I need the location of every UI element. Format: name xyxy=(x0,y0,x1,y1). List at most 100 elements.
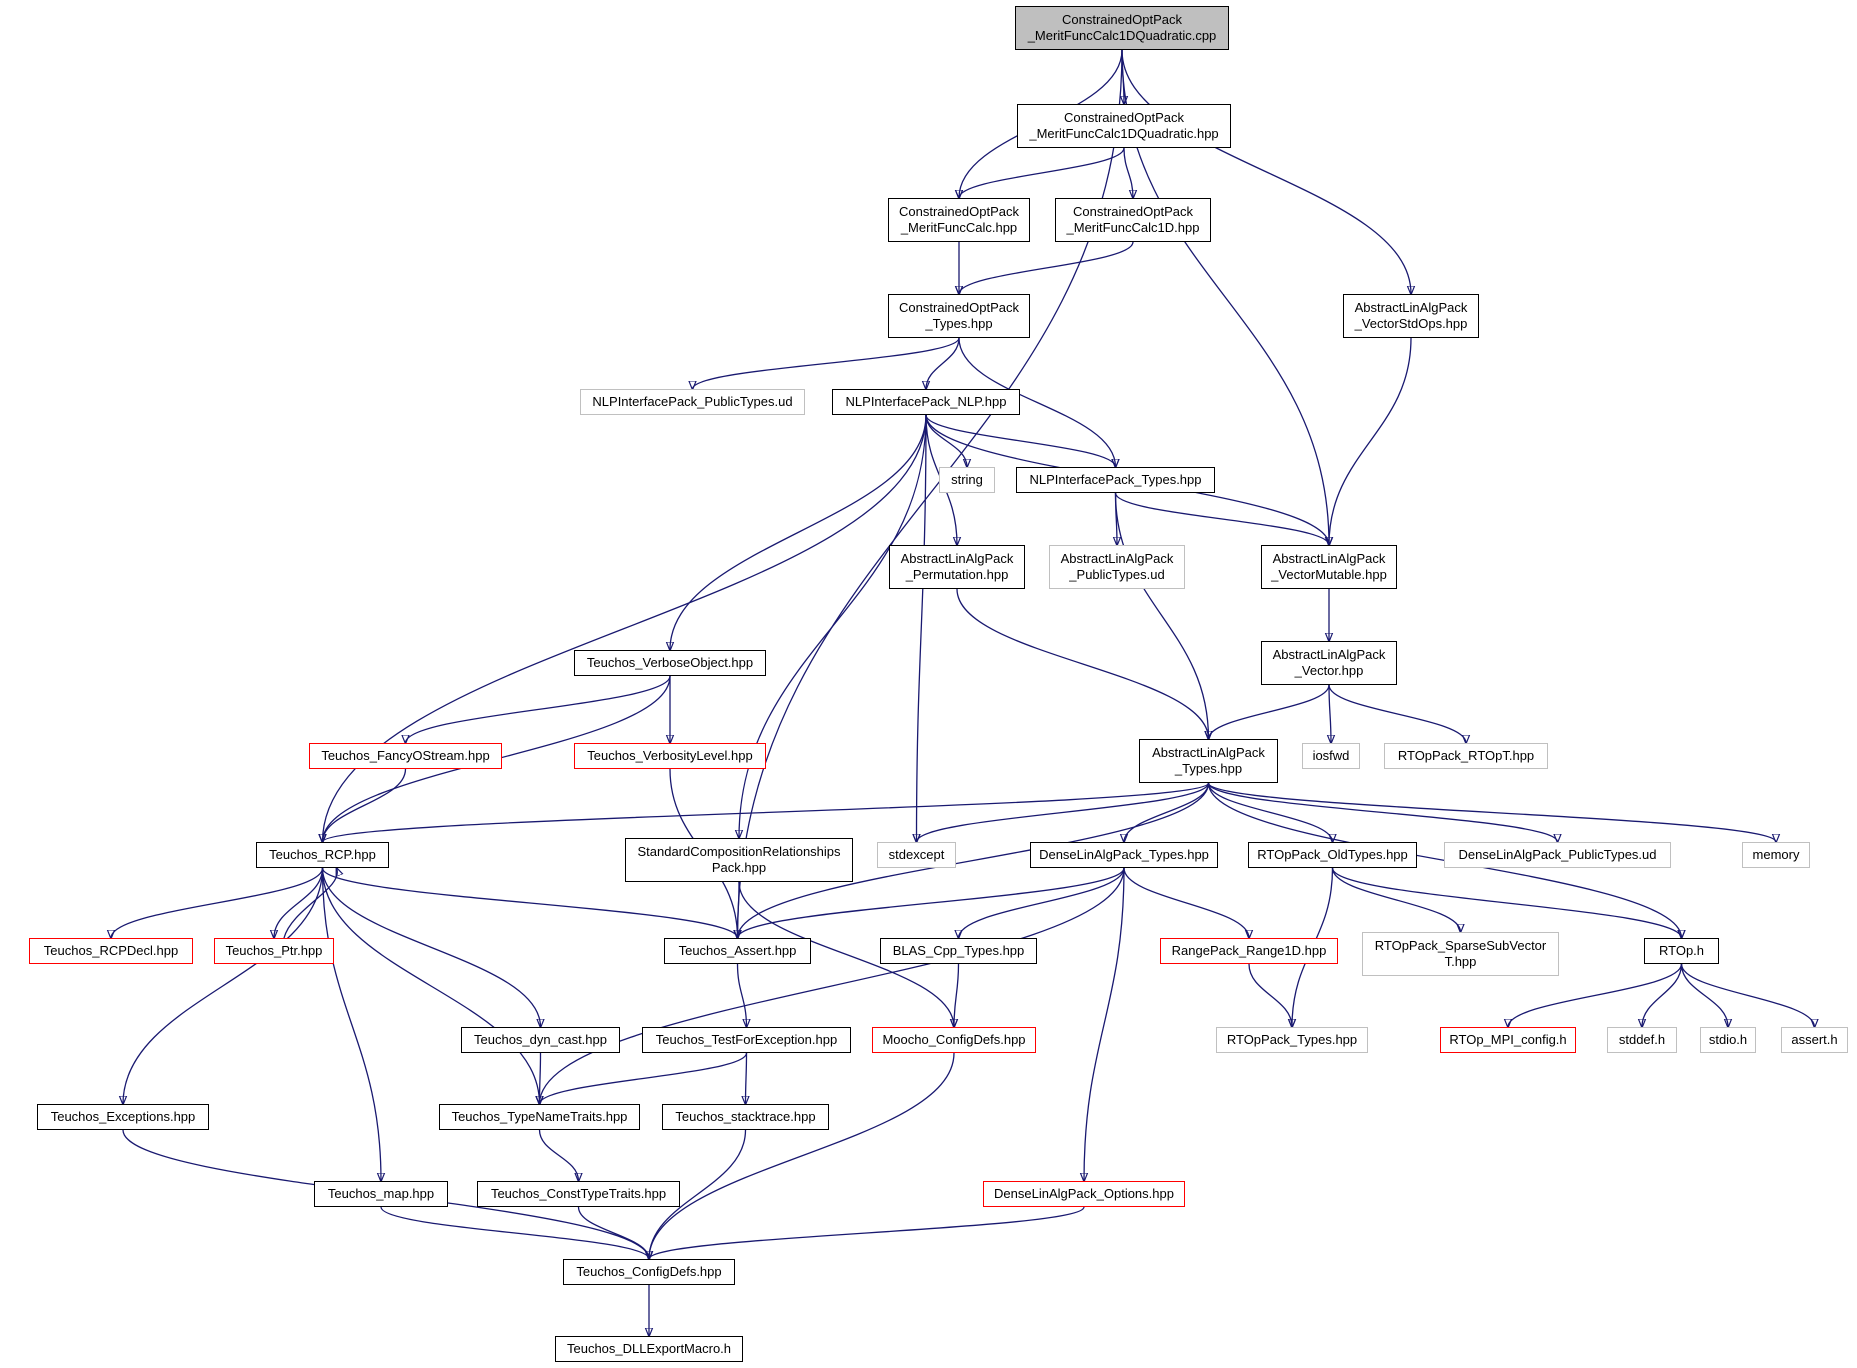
node-label-line: RTOpPack_OldTypes.hpp xyxy=(1257,847,1408,862)
edge-blas-to-moocho xyxy=(954,963,960,1027)
edge-mfc1dq_hpp-to-mfc_hpp xyxy=(959,147,1125,198)
node-label-line: DenseLinAlgPack_Options.hpp xyxy=(994,1186,1174,1201)
node-rtopt: RTOpPack_RTOpT.hpp xyxy=(1384,743,1548,769)
node-label-line: string xyxy=(951,472,983,487)
node-dense-pub: DenseLinAlgPack_PublicTypes.ud xyxy=(1444,842,1671,868)
node-ptr[interactable]: Teuchos_Ptr.hpp xyxy=(214,938,334,964)
node-label-line: Teuchos_DLLExportMacro.h xyxy=(566,1341,732,1356)
node-label-line: stdio.h xyxy=(1708,1032,1748,1047)
node-fancy[interactable]: Teuchos_FancyOStream.hpp xyxy=(309,743,502,769)
edge-rtoph-to-stddef xyxy=(1642,963,1683,1027)
node-nlp-types[interactable]: NLPInterfacePack_Types.hpp xyxy=(1016,467,1215,493)
node-blas[interactable]: BLAS_Cpp_Types.hpp xyxy=(880,938,1037,964)
node-label-line: Teuchos_dyn_cast.hpp xyxy=(474,1032,607,1047)
node-label-line: _VectorStdOps.hpp xyxy=(1354,316,1468,331)
node-label-line: NLPInterfacePack_PublicTypes.ud xyxy=(592,394,793,409)
node-label-line: Pack.hpp xyxy=(711,860,767,875)
edge-alap_types-to-assert xyxy=(738,782,1210,938)
node-label-line: RTOpPack_RTOpT.hpp xyxy=(1397,748,1535,763)
node-label-line: Teuchos_stacktrace.hpp xyxy=(675,1109,816,1124)
node-cop-types[interactable]: ConstrainedOptPack_Types.hpp xyxy=(888,294,1030,338)
node-rtop-old[interactable]: RTOpPack_OldTypes.hpp xyxy=(1248,842,1417,868)
node-dense-types[interactable]: DenseLinAlgPack_Types.hpp xyxy=(1030,842,1218,868)
edge-rtop_old-to-rtoph xyxy=(1331,867,1682,938)
node-rcp[interactable]: Teuchos_RCP.hpp xyxy=(256,842,389,868)
edge-root-to-vecstdops xyxy=(1121,49,1411,294)
node-label-line: DenseLinAlgPack_PublicTypes.ud xyxy=(1458,847,1657,862)
edge-nlp_hpp-to-rcp xyxy=(323,414,927,842)
node-moocho[interactable]: Moocho_ConfigDefs.hpp xyxy=(872,1027,1036,1053)
node-testfor[interactable]: Teuchos_TestForException.hpp xyxy=(642,1027,851,1053)
node-label-line: Teuchos_TypeNameTraits.hpp xyxy=(451,1109,628,1124)
node-label-line: _PublicTypes.ud xyxy=(1069,567,1165,582)
node-label-line: _MeritFuncCalc1DQuadratic.hpp xyxy=(1029,126,1219,141)
node-assert[interactable]: Teuchos_Assert.hpp xyxy=(664,938,811,964)
node-label-line: _Types.hpp xyxy=(925,316,993,331)
node-nlp-hpp[interactable]: NLPInterfacePack_NLP.hpp xyxy=(832,389,1020,415)
node-label-line: Moocho_ConfigDefs.hpp xyxy=(882,1032,1026,1047)
edge-dense_types-to-assert xyxy=(738,867,1125,938)
node-label-line: ConstrainedOptPack xyxy=(899,300,1019,315)
node-typename[interactable]: Teuchos_TypeNameTraits.hpp xyxy=(439,1104,640,1130)
node-stdio: stdio.h xyxy=(1700,1027,1756,1053)
node-alap-types[interactable]: AbstractLinAlgPack_Types.hpp xyxy=(1139,739,1278,783)
node-rcpdecl[interactable]: Teuchos_RCPDecl.hpp xyxy=(29,938,193,964)
node-mfc1dq-hpp[interactable]: ConstrainedOptPack_MeritFuncCalc1DQuadra… xyxy=(1017,104,1231,148)
node-label-line: Teuchos_map.hpp xyxy=(327,1186,435,1201)
node-rtoph[interactable]: RTOp.h xyxy=(1644,938,1719,964)
node-label-line: Teuchos_VerbosityLevel.hpp xyxy=(587,748,753,763)
node-configdefs[interactable]: Teuchos_ConfigDefs.hpp xyxy=(563,1259,735,1285)
node-perm[interactable]: AbstractLinAlgPack_Permutation.hpp xyxy=(889,545,1025,589)
node-consttype[interactable]: Teuchos_ConstTypeTraits.hpp xyxy=(477,1181,680,1207)
node-mfc-hpp[interactable]: ConstrainedOptPack_MeritFuncCalc.hpp xyxy=(888,198,1030,242)
node-range[interactable]: RangePack_Range1D.hpp xyxy=(1160,938,1338,964)
node-rtop-types: RTOpPack_Types.hpp xyxy=(1216,1027,1368,1053)
node-label-line: _Types.hpp xyxy=(1174,761,1243,776)
node-label-line: AbstractLinAlgPack xyxy=(1152,745,1265,760)
edge-stacktrace-to-configdefs xyxy=(649,1129,747,1259)
node-label-line: AbstractLinAlgPack xyxy=(1354,300,1468,315)
node-vector[interactable]: AbstractLinAlgPack_Vector.hpp xyxy=(1261,641,1397,685)
node-asserth: assert.h xyxy=(1781,1027,1848,1053)
node-label-line: Teuchos_TestForException.hpp xyxy=(655,1032,838,1047)
edge-alap_types-to-dense_types xyxy=(1124,782,1210,842)
node-dense-opts[interactable]: DenseLinAlgPack_Options.hpp xyxy=(983,1181,1185,1207)
node-label-line: _MeritFuncCalc1DQuadratic.cpp xyxy=(1027,28,1217,43)
node-label-line: Teuchos_RCPDecl.hpp xyxy=(43,943,179,958)
node-vecstdops[interactable]: AbstractLinAlgPack_VectorStdOps.hpp xyxy=(1343,294,1479,338)
node-map[interactable]: Teuchos_map.hpp xyxy=(314,1181,448,1207)
node-label-line: _VectorMutable.hpp xyxy=(1271,567,1387,582)
edge-alap_types-to-stdexcept xyxy=(917,782,1210,842)
edge-map-to-configdefs xyxy=(380,1206,649,1259)
edge-vector-to-iosfwd xyxy=(1329,684,1331,743)
node-verblevel[interactable]: Teuchos_VerbosityLevel.hpp xyxy=(574,743,766,769)
node-label-line: Teuchos_Ptr.hpp xyxy=(225,943,323,958)
edge-testfor-to-typename xyxy=(540,1052,748,1104)
node-label-line: T.hpp xyxy=(1444,954,1477,969)
node-label-line: iosfwd xyxy=(1312,748,1350,763)
node-string: string xyxy=(939,467,995,493)
edge-rtop_old-to-sparse xyxy=(1331,867,1461,932)
edge-alap_types-to-rcp xyxy=(323,782,1210,842)
node-label-line: assert.h xyxy=(1791,1032,1838,1047)
node-label-line: ConstrainedOptPack xyxy=(1073,204,1193,219)
edge-rcp-to-assert xyxy=(321,867,738,938)
node-dyncast[interactable]: Teuchos_dyn_cast.hpp xyxy=(461,1027,620,1053)
node-label-line: _Vector.hpp xyxy=(1294,663,1364,678)
node-stacktrace[interactable]: Teuchos_stacktrace.hpp xyxy=(662,1104,829,1130)
node-verbose[interactable]: Teuchos_VerboseObject.hpp xyxy=(574,650,766,676)
edge-mfc1d_hpp-to-cop_types xyxy=(959,241,1134,294)
node-dll[interactable]: Teuchos_DLLExportMacro.h xyxy=(555,1336,743,1362)
node-label-line: NLPInterfacePack_Types.hpp xyxy=(1029,472,1202,487)
edge-typename-to-consttype xyxy=(538,1129,579,1181)
node-label-line: AbstractLinAlgPack xyxy=(1272,551,1386,566)
node-mpi[interactable]: RTOp_MPI_config.h xyxy=(1440,1027,1576,1053)
node-mfc1d-hpp[interactable]: ConstrainedOptPack_MeritFuncCalc1D.hpp xyxy=(1055,198,1211,242)
edge-rtoph-to-stdio xyxy=(1680,963,1729,1027)
node-vecmut[interactable]: AbstractLinAlgPack_VectorMutable.hpp xyxy=(1261,545,1397,589)
node-exceptions[interactable]: Teuchos_Exceptions.hpp xyxy=(37,1104,209,1130)
edge-nlp_hpp-to-stdexcept xyxy=(917,414,927,842)
edge-rtoph-to-mpi xyxy=(1508,963,1683,1027)
